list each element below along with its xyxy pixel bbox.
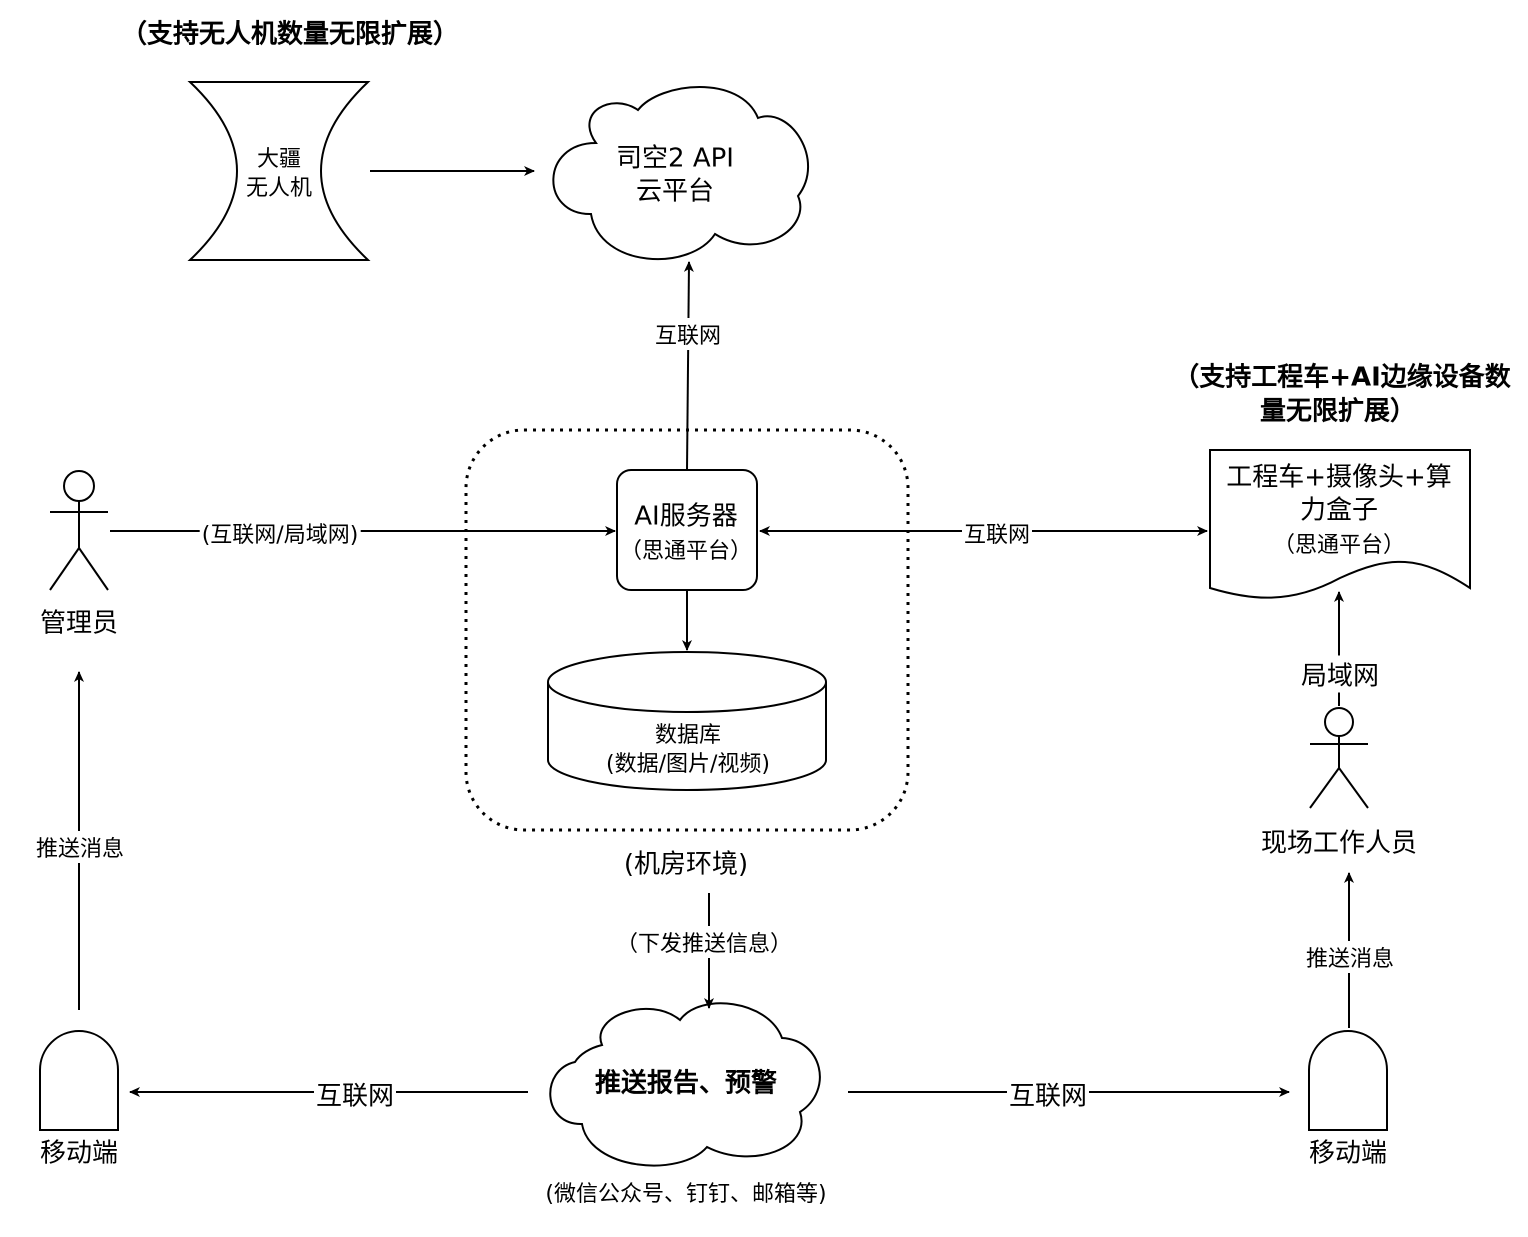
edge-device-line1: 工程车+摄像头+算	[1226, 462, 1452, 493]
database-shape	[547, 651, 827, 791]
field-staff-actor	[1309, 707, 1369, 809]
cloud-api-shape	[552, 86, 809, 261]
edge-device-line2: 力盒子	[1299, 495, 1379, 526]
mobile-left-label: 移动端	[39, 1138, 119, 1169]
database-label-line1: 数据库	[654, 723, 722, 748]
admin-actor	[49, 470, 109, 591]
drone-shape	[187, 81, 371, 261]
edge-label-edge-to-server: 互联网	[961, 517, 1033, 549]
ai-server-title: AI服务器	[634, 501, 738, 532]
database-label-line2: (数据/图片/视频)	[606, 752, 770, 777]
edge-device-shape	[1209, 449, 1471, 599]
edge-label-mobile-to-staff: 推送消息	[1303, 941, 1397, 973]
drone-label-line2: 无人机	[245, 176, 313, 201]
mobile-left-shape	[39, 1030, 119, 1131]
drone-label-line1: 大疆	[256, 147, 302, 172]
edge-label-push-to-mobile-left: 互联网	[313, 1075, 397, 1113]
cloud-api-label-line2: 云平台	[635, 176, 715, 207]
database-top-rim	[547, 681, 827, 713]
push-cloud-label: 推送报告、预警	[594, 1068, 778, 1099]
edge-label-staff-to-edge: 局域网	[1298, 655, 1382, 693]
field-staff-label: 现场工作人员	[1260, 828, 1418, 859]
ai-server-subtitle: （思通平台）	[619, 539, 753, 564]
mobile-right-shape	[1308, 1030, 1388, 1131]
drone-scale-note: （支持无人机数量无限扩展）	[120, 19, 460, 50]
edge-device-line3: （思通平台）	[1272, 533, 1406, 558]
mobile-right-label: 移动端	[1308, 1138, 1388, 1169]
edge-label-push-to-mobile-right: 互联网	[1006, 1075, 1090, 1113]
edge-label-server-to-cloud: 互联网	[652, 318, 724, 350]
edge-scale-note-line1: （支持工程车+AI边缘设备数	[1173, 362, 1511, 393]
push-cloud-shape	[549, 1002, 821, 1167]
edge-scale-note-line2: 量无限扩展）	[1259, 396, 1417, 427]
cloud-api-label-line1: 司空2 API	[616, 143, 734, 174]
edge-server-to-cloud	[683, 261, 694, 471]
edge-label-server-to-push: （下发推送信息）	[613, 926, 795, 958]
push-cloud-caption: (微信公众号、钉钉、邮箱等)	[545, 1182, 827, 1207]
admin-label: 管理员	[39, 608, 119, 639]
edge-label-admin-to-server: (互联网/局域网)	[199, 517, 361, 549]
datacenter-label: (机房环境)	[623, 849, 749, 880]
edge-label-mobile-to-admin: 推送消息	[33, 831, 127, 863]
